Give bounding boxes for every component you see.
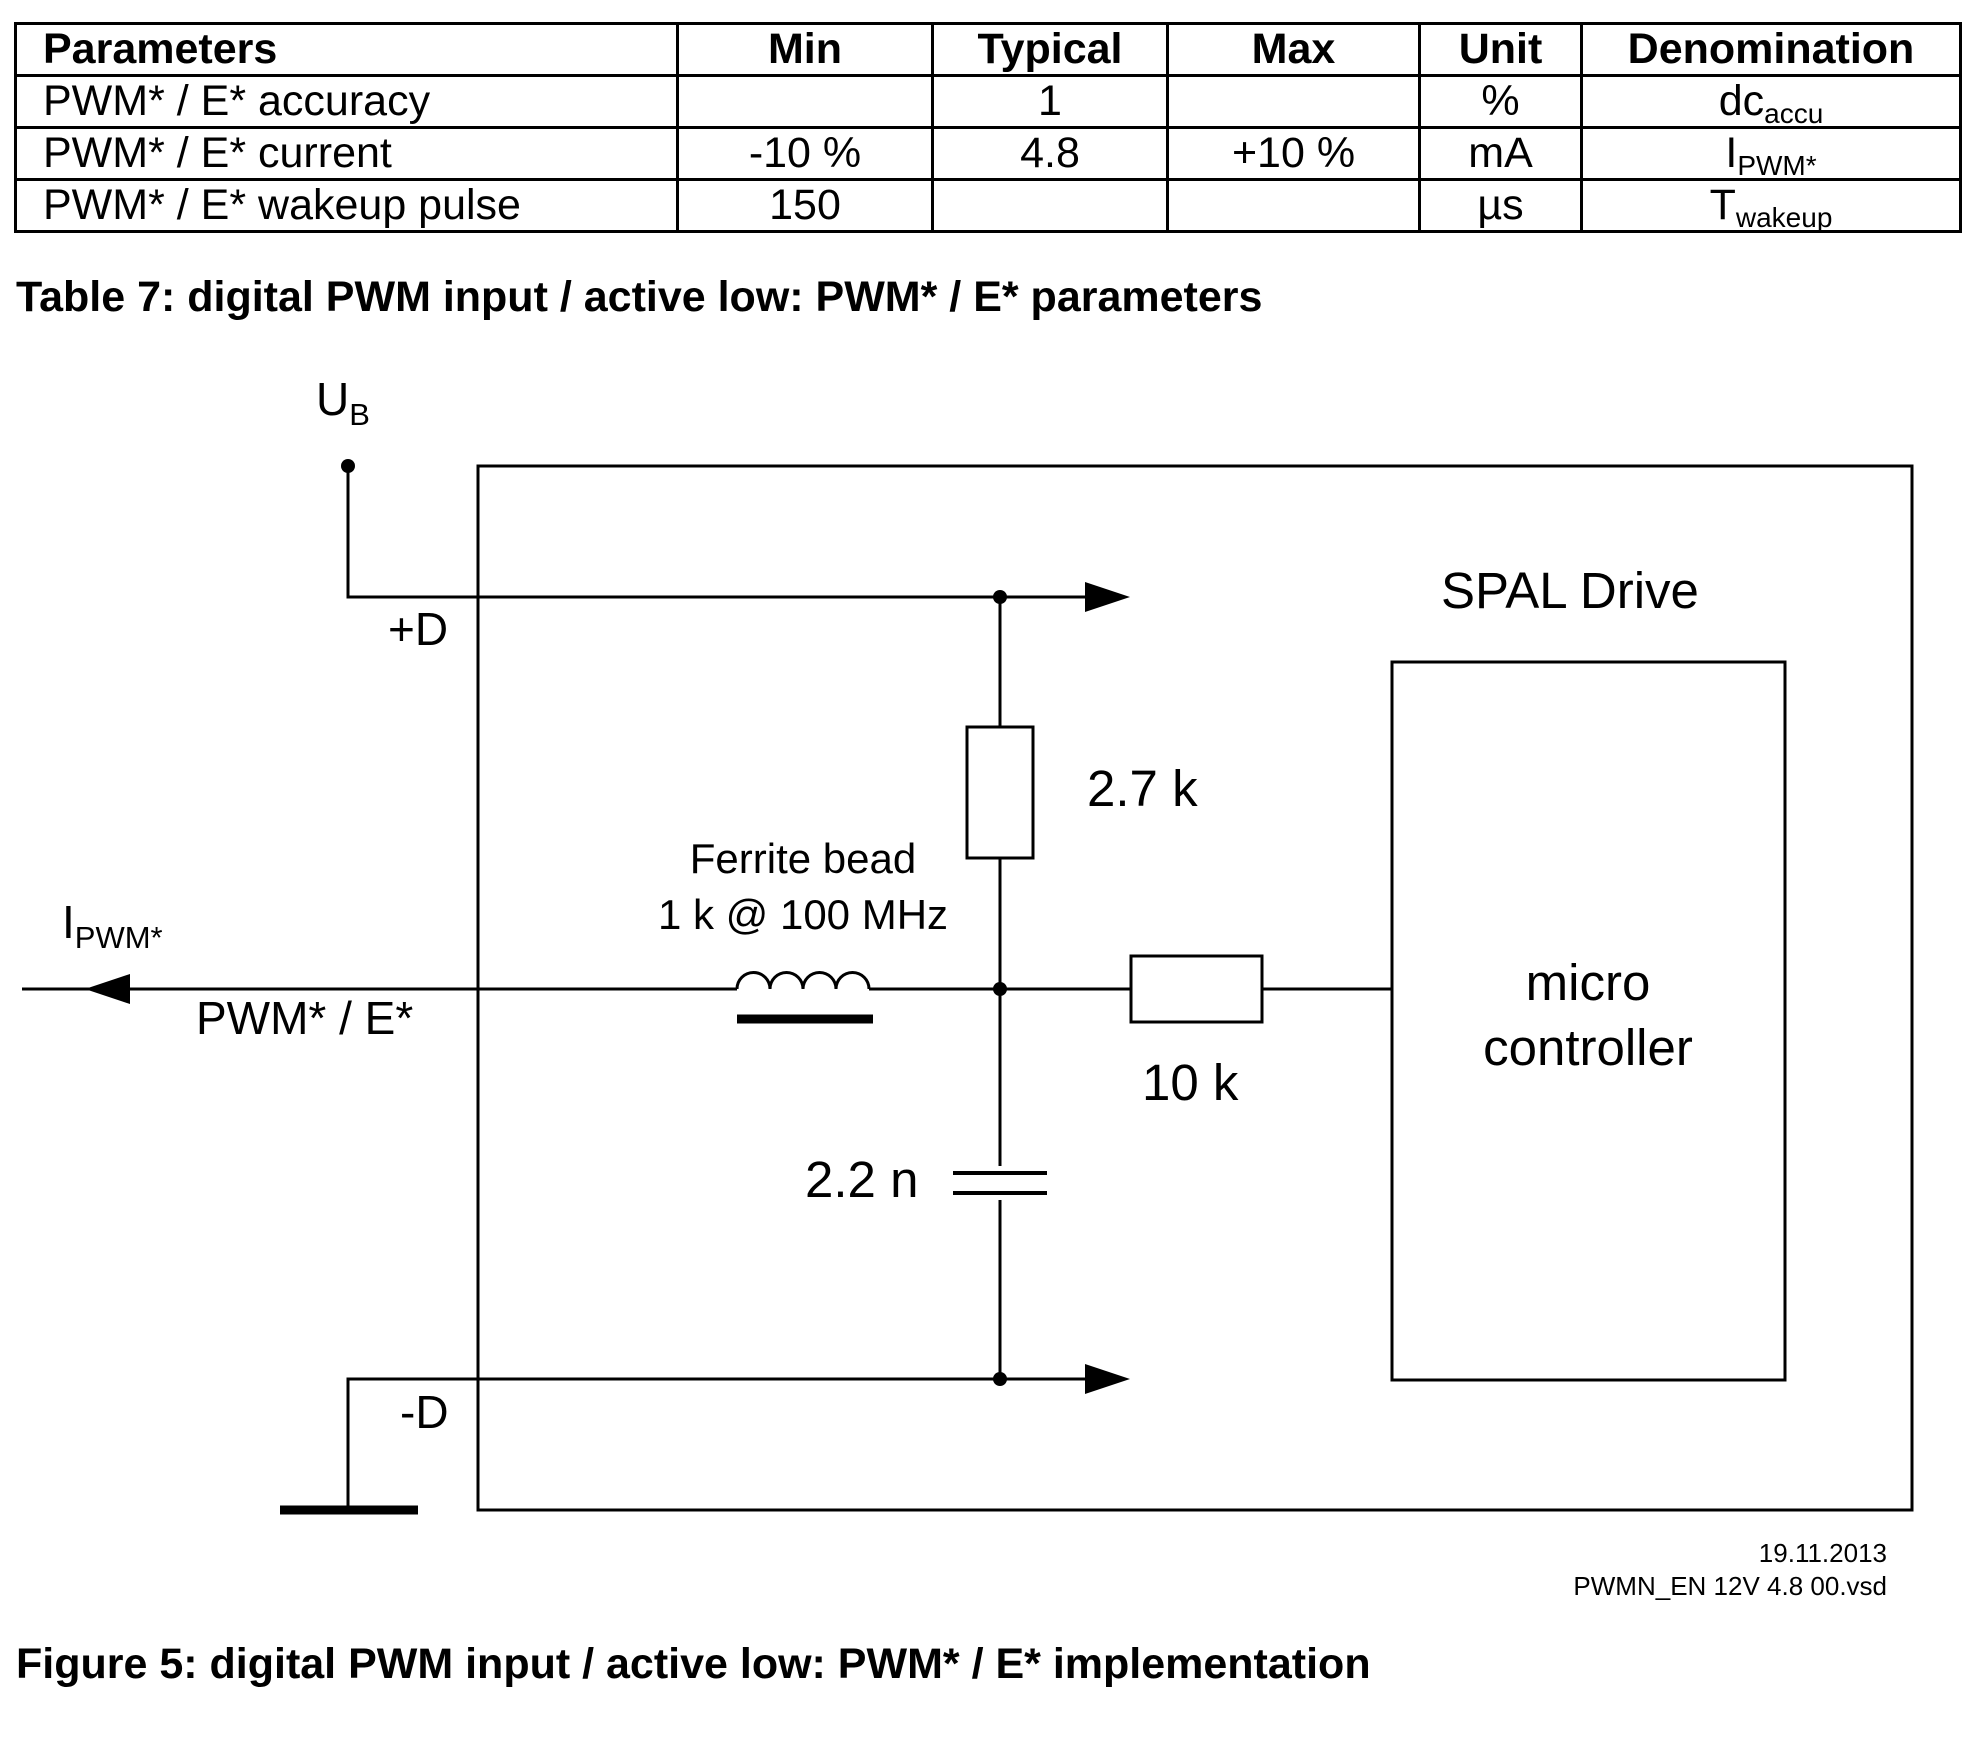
supply-wire <box>346 466 1085 599</box>
ferrite-label-line1: Ferrite bead <box>690 835 916 882</box>
junction-signal <box>993 982 1007 996</box>
header-parameters: Parameters <box>14 22 679 77</box>
header-max: Max <box>1166 22 1421 77</box>
minus-d-label: -D <box>400 1386 449 1438</box>
cell-max: +10 % <box>1166 126 1421 181</box>
cell-parameter: PWM* / E* accuracy <box>14 74 679 129</box>
arrow-current <box>85 974 130 1004</box>
table-caption: Table 7: digital PWM input / active low:… <box>16 273 1263 321</box>
supply-subscript: B <box>349 397 370 432</box>
ground-wire <box>346 1377 1085 1510</box>
cell-parameter: PWM* / E* current <box>14 126 679 181</box>
cell-unit: µs <box>1418 178 1583 233</box>
cell-min: 150 <box>676 178 934 233</box>
series-resistor <box>1129 954 1264 1024</box>
cell-unit: % <box>1418 74 1583 129</box>
mcu-label-line1: micro <box>1526 954 1651 1011</box>
denomination-base: I <box>1725 129 1738 177</box>
capacitor-label: 2.2 n <box>805 1151 918 1208</box>
current-label: IPWM* <box>62 896 163 955</box>
supply-label: UB <box>316 373 370 432</box>
signal-label: PWM* / E* <box>196 992 413 1044</box>
cell-max <box>1166 178 1421 233</box>
cell-min: -10 % <box>676 126 934 181</box>
drive-label: SPAL Drive <box>1441 562 1699 619</box>
cell-typical: 1 <box>931 74 1169 129</box>
arrow-minus-d <box>1085 1364 1130 1394</box>
cell-max <box>1166 74 1421 129</box>
denomination-base: dc <box>1718 77 1765 125</box>
cell-denomination: dcaccu <box>1580 74 1962 129</box>
junction-plus-d <box>993 590 1007 604</box>
denomination-subscript: accu <box>1764 98 1824 128</box>
ferrite-label-line2: 1 k @ 100 MHz <box>658 891 948 938</box>
microcontroller-box <box>1390 660 1787 1382</box>
pullup-resistor-label: 2.7 k <box>1087 760 1198 817</box>
drawing-filename: PWMN_EN 12V 4.8 00.vsd <box>1573 1571 1887 1601</box>
denomination-base: T <box>1709 181 1736 229</box>
parameters-table: Parameters Min Typical Max Unit Denomina… <box>14 22 1962 233</box>
figure-caption: Figure 5: digital PWM input / active low… <box>16 1640 1371 1688</box>
table-header-row: Parameters Min Typical Max Unit Denomina… <box>14 22 1962 77</box>
header-min: Min <box>676 22 934 77</box>
denomination-subscript: PWM* <box>1737 150 1817 180</box>
table-row: PWM* / E* wakeup pulse 150 µs Twakeup <box>14 178 1962 233</box>
header-typical: Typical <box>931 22 1169 77</box>
series-resistor-label: 10 k <box>1142 1054 1239 1111</box>
cell-typical <box>931 178 1169 233</box>
junction-minus-d <box>993 1372 1007 1386</box>
mcu-label-line2: controller <box>1483 1019 1693 1076</box>
cell-denomination: Twakeup <box>1580 178 1962 233</box>
current-subscript: PWM* <box>75 920 163 955</box>
cell-typical: 4.8 <box>931 126 1169 181</box>
ferrite-coil <box>735 971 871 990</box>
pullup-resistor <box>965 725 1035 860</box>
cell-parameter: PWM* / E* wakeup pulse <box>14 178 679 233</box>
header-unit: Unit <box>1418 22 1583 77</box>
denomination-subscript: wakeup <box>1735 202 1833 232</box>
table-row: PWM* / E* accuracy 1 % dcaccu <box>14 74 1962 129</box>
cell-denomination: IPWM* <box>1580 126 1962 181</box>
arrow-plus-d <box>1085 582 1130 612</box>
cell-min <box>676 74 934 129</box>
plus-d-label: +D <box>388 603 448 655</box>
supply-terminal-dot <box>341 459 355 473</box>
table-row: PWM* / E* current -10 % 4.8 +10 % mA IPW… <box>14 126 1962 181</box>
drawing-date: 19.11.2013 <box>1758 1538 1887 1568</box>
cell-unit: mA <box>1418 126 1583 181</box>
header-denomination: Denomination <box>1580 22 1962 77</box>
